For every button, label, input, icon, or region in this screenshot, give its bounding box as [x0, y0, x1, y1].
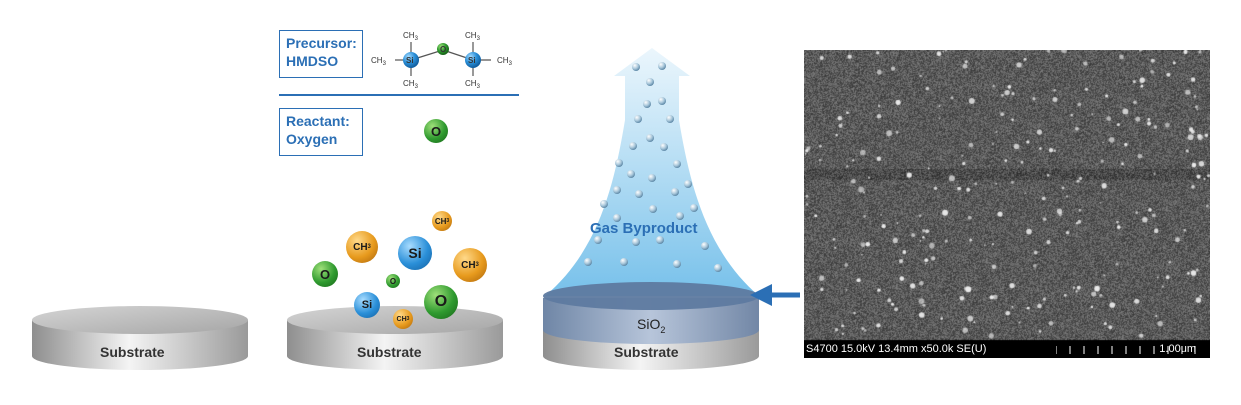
reactant-label-box: Reactant: Oxygen [279, 108, 363, 156]
molecule-si-right [465, 52, 481, 68]
precursor-label-line2: HMDSO [286, 53, 339, 69]
substrate-disk-3 [543, 298, 759, 370]
byproduct-particles [584, 62, 722, 272]
molecule-si-left [403, 52, 419, 68]
arrow-from-sem [750, 284, 800, 306]
sem-scale-bar [1055, 341, 1196, 354]
molecule-ch3-bottom-right: CH3 [465, 79, 481, 90]
molecule-ch3-left: CH3 [371, 56, 387, 67]
gas-byproduct-label: Gas Byproduct [590, 220, 698, 237]
molecule-ch3-top-left: CH3 [403, 31, 419, 42]
hmdso-molecule: Si O Si CH3 CH3 CH3 CH3 CH3 CH3 [371, 31, 513, 90]
substrate-label-3: Substrate [614, 344, 679, 360]
precursor-label-line1: Precursor: [286, 35, 357, 51]
sio2-film [543, 298, 759, 344]
molecule-ch3-right: CH3 [497, 56, 513, 67]
reactant-label-line1: Reactant: [286, 113, 350, 129]
sio2-film-label: SiO2 [637, 316, 666, 335]
oxygen-atom-legend: O [424, 119, 448, 143]
sem-scale-label: 1.00um [1159, 343, 1196, 355]
oxygen-atom-3: O [424, 285, 458, 319]
molecule-ch3-bottom-left: CH3 [403, 79, 419, 90]
molecule-si-right-label: Si [468, 56, 476, 65]
substrate-label-1: Substrate [100, 344, 165, 360]
substrate-label-2: Substrate [357, 344, 422, 360]
molecule-o-label: O [440, 45, 446, 54]
molecule-si-left-label: Si [406, 56, 414, 65]
reactant-label-line2: Oxygen [286, 131, 338, 147]
substrate-disk-1 [32, 306, 248, 370]
sem-micrograph: S4700 15.0kV 13.4mm x50.0k SE(U) 1.00um [804, 50, 1210, 358]
legend-divider [279, 94, 519, 96]
sio2-film-top [543, 282, 759, 310]
molecule-ch3-top-right: CH3 [465, 31, 481, 42]
gas-byproduct-cone [545, 48, 759, 296]
silicon-atom-1: Si [398, 236, 432, 270]
silicon-atom-2: Si [354, 292, 380, 318]
molecule-o-center [437, 43, 449, 55]
precursor-label-box: Precursor: HMDSO [279, 30, 363, 78]
sem-info-text: S4700 15.0kV 13.4mm x50.0k SE(U) [806, 343, 987, 355]
oxygen-atom-2: O [386, 274, 400, 288]
oxygen-atom-1: O [312, 261, 338, 287]
sem-texture [804, 50, 1210, 358]
